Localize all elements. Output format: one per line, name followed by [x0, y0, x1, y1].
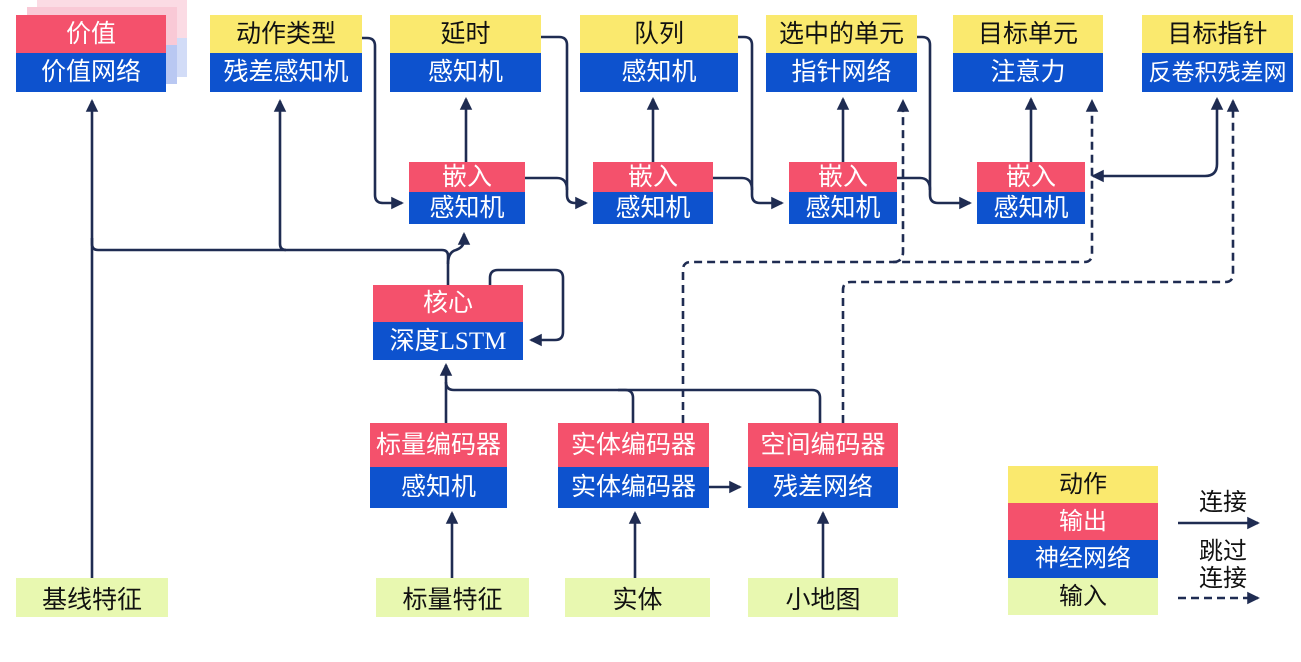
skip-spatial-encoder-to-target-point [841, 99, 1240, 423]
legend-output: 输出 [1008, 503, 1158, 540]
core-title: 核心 [373, 285, 523, 322]
scalar-encoder-title: 标量编码器 [370, 423, 507, 467]
selected-units-network: 指针网络 [766, 53, 917, 92]
node-value-head: 价值 价值网络 [16, 15, 166, 92]
target-unit-title: 目标单元 [953, 15, 1103, 53]
queue-network: 感知机 [580, 53, 738, 92]
edge-embed4-target-point-connector [1091, 97, 1224, 183]
entity-encoder-title: 实体编码器 [558, 423, 709, 467]
node-embed-4: 嵌入 感知机 [977, 162, 1085, 224]
value-head-network: 价值网络 [16, 53, 166, 92]
node-embed-1: 嵌入 感知机 [409, 162, 525, 224]
input-entities: 实体 [565, 578, 710, 617]
value-head-title: 价值 [16, 15, 166, 53]
selected-units-title: 选中的单元 [766, 15, 917, 53]
legend-color-key: 动作 输出 神经网络 输入 [1008, 466, 1158, 615]
node-core: 核心 深度LSTM [373, 285, 523, 360]
embed-4-network: 感知机 [977, 192, 1085, 224]
node-action-type-head: 动作类型 残差感知机 [210, 15, 362, 92]
target-point-title: 目标指针 [1142, 15, 1293, 53]
delay-title: 延时 [390, 15, 541, 53]
spatial-encoder-network: 残差网络 [748, 467, 898, 508]
node-queue-head: 队列 感知机 [580, 15, 738, 92]
legend-dashed-label-line1: 跳过 [1199, 539, 1247, 565]
node-entity-encoder: 实体编码器 实体编码器 [558, 423, 709, 508]
skip-connections [681, 99, 1260, 605]
edge-embed1-output-merge [525, 176, 569, 191]
skip-entity-encoder-to-target-unit [681, 99, 1099, 423]
node-delay-head: 延时 感知机 [390, 15, 541, 92]
embed-3-network: 感知机 [789, 192, 897, 224]
scalar-encoder-network: 感知机 [370, 467, 507, 508]
action-type-network: 残差感知机 [210, 53, 362, 92]
node-target-point-head: 目标指针 反卷积残差网 [1142, 15, 1293, 92]
node-embed-2: 嵌入 感知机 [593, 162, 713, 224]
input-scalar-features: 标量特征 [376, 578, 529, 617]
entity-encoder-network: 实体编码器 [558, 467, 709, 508]
core-network: 深度LSTM [373, 322, 523, 360]
delay-network: 感知机 [390, 53, 541, 92]
legend-dashed-label-line2: 连接 [1199, 566, 1247, 592]
embed-4-title: 嵌入 [977, 162, 1085, 192]
embed-1-title: 嵌入 [409, 162, 525, 192]
legend-network: 神经网络 [1008, 540, 1158, 578]
edge-core-to-embed1 [446, 232, 471, 265]
edge-core-to-action-type [273, 99, 287, 252]
node-scalar-encoder: 标量编码器 感知机 [370, 423, 507, 508]
node-selected-units-head: 选中的单元 指针网络 [766, 15, 917, 92]
embed-2-network: 感知机 [593, 192, 713, 224]
legend-action: 动作 [1008, 466, 1158, 503]
queue-title: 队列 [580, 15, 738, 53]
target-unit-network: 注意力 [953, 53, 1103, 92]
action-type-title: 动作类型 [210, 15, 362, 53]
node-target-unit-head: 目标单元 注意力 [953, 15, 1103, 92]
input-baseline-features: 基线特征 [16, 578, 168, 617]
edge-entity-encoder-collector-join [618, 388, 635, 423]
legend-input: 输入 [1008, 578, 1158, 615]
edge-spatial-encoder-collector [444, 381, 822, 423]
node-spatial-encoder: 空间编码器 残差网络 [748, 423, 898, 508]
input-minimap: 小地图 [748, 578, 898, 617]
edge-embed3-output-merge [897, 176, 932, 191]
embed-2-title: 嵌入 [593, 162, 713, 192]
edge-embed2-output-merge [713, 176, 754, 191]
embed-1-network: 感知机 [409, 192, 525, 224]
legend-solid-label: 连接 [1199, 490, 1247, 516]
edge-core-to-value [90, 238, 450, 285]
spatial-encoder-title: 空间编码器 [748, 423, 898, 467]
target-point-network: 反卷积残差网 [1142, 53, 1293, 92]
embed-3-title: 嵌入 [789, 162, 897, 192]
node-embed-3: 嵌入 感知机 [789, 162, 897, 224]
